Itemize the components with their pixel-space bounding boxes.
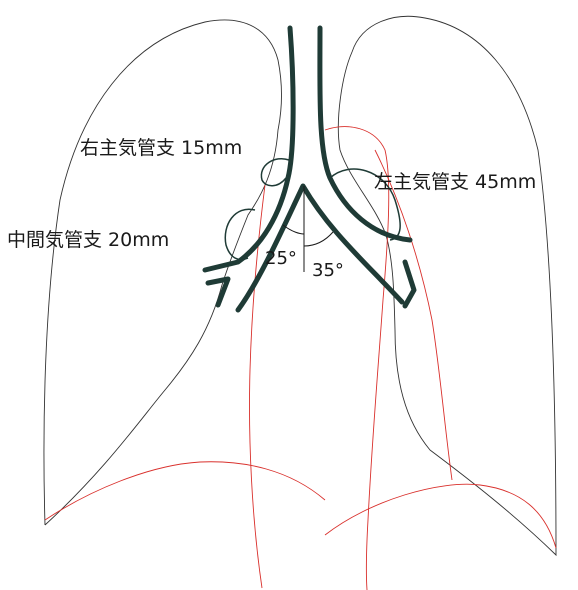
airway-tree [205, 28, 414, 310]
right-lung-outline [44, 20, 281, 525]
mediastinum-left-line [325, 127, 389, 590]
left-angle-arc [304, 232, 333, 246]
left-lower-stub [405, 262, 414, 306]
intermediate-bronchus-label: 中間気管支 20mm [7, 229, 169, 251]
left-main-bronchus-label: 左主気管支 45mm [374, 171, 536, 193]
diaphragm-left [325, 484, 556, 548]
aortic-line [375, 150, 452, 480]
right-angle-label: 25° [265, 248, 297, 269]
trachea-left-wall [320, 28, 410, 240]
left-angle-label: 35° [312, 260, 344, 281]
diaphragm-right [45, 462, 325, 520]
right-lower-stub [208, 279, 228, 305]
right-main-bronchus-label: 右主気管支 15mm [80, 137, 242, 159]
